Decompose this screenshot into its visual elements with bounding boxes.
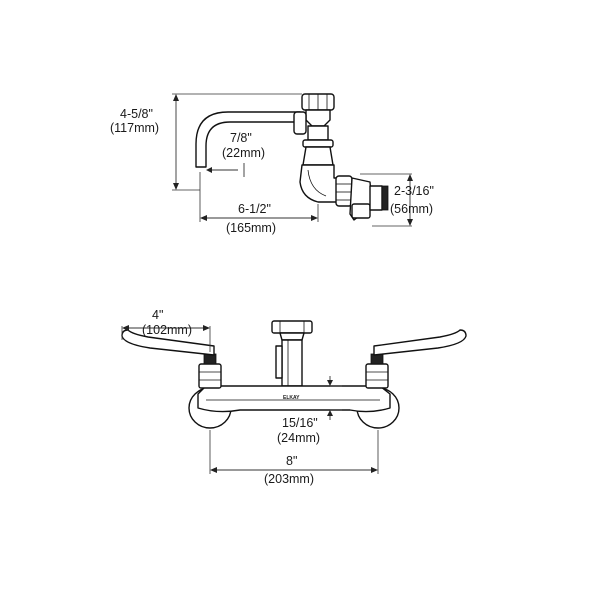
front-view: ELKAY 4" (102mm [121, 308, 467, 486]
outlet-dim-imperial: 2-3/16" [394, 184, 434, 198]
side-body-elbow [299, 164, 353, 207]
side-spout [195, 111, 301, 168]
front-right-valve [365, 353, 389, 389]
reach-dimension: 6-1/2" (165mm) [199, 172, 319, 235]
side-wall-flange [349, 177, 389, 221]
height-dimension: 4-5/8" (117mm) [110, 93, 302, 191]
height-dim-metric: (117mm) [110, 121, 159, 135]
height-dim-imperial: 4-5/8" [120, 107, 153, 121]
body-dim-imperial: 15/16" [282, 416, 318, 430]
front-right-handle [373, 329, 467, 356]
spout-diameter-dimension: 7/8" (22mm) [206, 131, 265, 177]
body-logo: ELKAY [283, 395, 300, 401]
front-left-handle [121, 329, 215, 356]
front-spout [271, 320, 313, 387]
spout-dia-imperial: 7/8" [230, 131, 252, 145]
reach-dim-imperial: 6-1/2" [238, 202, 271, 216]
side-view: 4-5/8" (117mm) 7/8" (22mm) 6-1/2" (165mm… [110, 93, 434, 235]
front-left-valve [198, 353, 222, 389]
centers-dim-metric: (203mm) [264, 472, 314, 486]
centers-dimension: 8" (203mm) [209, 430, 379, 486]
outlet-dimension: 2-3/16" (56mm) [360, 173, 434, 227]
handle-dimension: 4" (102mm) [121, 308, 211, 352]
centers-dim-imperial: 8" [286, 454, 297, 468]
body-height-dimension: 15/16" (24mm) [277, 376, 342, 445]
spout-dia-metric: (22mm) [222, 146, 265, 160]
handle-dim-metric: (102mm) [142, 323, 192, 337]
reach-dim-metric: (165mm) [226, 221, 276, 235]
handle-dim-imperial: 4" [152, 308, 163, 322]
side-valve-head [293, 93, 335, 166]
outlet-dim-metric: (56mm) [390, 202, 433, 216]
front-body: ELKAY [197, 385, 391, 413]
body-dim-metric: (24mm) [277, 431, 320, 445]
